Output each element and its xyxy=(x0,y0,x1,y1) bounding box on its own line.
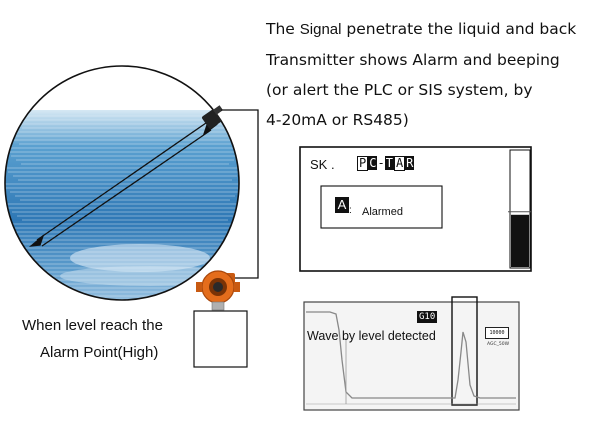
alarm-box xyxy=(193,310,248,368)
caption-prefix: The xyxy=(266,20,300,38)
level-note-line-1: When level reach the xyxy=(22,317,163,334)
code-dash: - xyxy=(377,156,385,170)
code-char-r: R xyxy=(405,156,415,170)
code-char-c: C xyxy=(368,156,378,170)
level-note: When level reach the Alarm Point(High) xyxy=(22,312,202,366)
waveform-agc-label: AGC_50W xyxy=(487,342,510,347)
code-char-a: A xyxy=(393,156,406,171)
waveform-note: Wave by level detected xyxy=(307,329,436,343)
caption-line-1-rest: penetrate the liquid and back xyxy=(341,20,577,38)
caption-line-3: (or alert the PLC or SIS system, by xyxy=(266,81,533,99)
code-char-t: T xyxy=(384,156,394,170)
waveform-value-box: 10000 xyxy=(485,327,509,339)
alarm-letter: A xyxy=(335,197,349,213)
caption-line-2: Transmitter shows Alarm and beeping xyxy=(266,51,560,69)
waveform-panel xyxy=(303,296,520,411)
tank xyxy=(4,65,240,301)
caption-signal-word: Signal xyxy=(299,21,342,38)
code-char-p: P xyxy=(357,156,369,171)
radar-sensor xyxy=(202,105,223,129)
caption-line-1: The Signal penetrate the liquid and back xyxy=(266,14,596,45)
alarm-colon: : xyxy=(349,205,352,216)
caption-line-4: 4-20mA or RS485) xyxy=(266,111,409,129)
echo-curve xyxy=(306,311,516,399)
display-prefix: SK . xyxy=(310,157,335,172)
transmitter-icon xyxy=(196,270,240,311)
waveform-tag: G10 xyxy=(417,311,438,323)
signal-cable xyxy=(221,109,259,279)
alarm-status-text: Alarmed xyxy=(362,206,403,218)
liquid xyxy=(5,110,239,300)
level-note-line-2: Alarm Point(High) xyxy=(40,344,159,361)
level-bar-fill xyxy=(511,214,529,267)
process-caption: The Signal penetrate the liquid and back… xyxy=(266,14,596,135)
